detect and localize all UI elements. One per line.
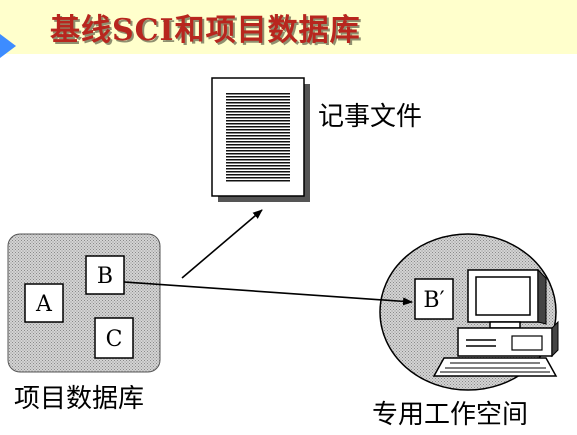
computer-icon (432, 268, 559, 377)
workspace-label: 专用工作空间 (372, 400, 529, 430)
arrow-to-workspace (123, 281, 413, 306)
item-b-label: B (97, 264, 113, 289)
item-c-box: C (94, 317, 134, 359)
slide-title: 基线SCI和项目数据库 (50, 13, 361, 48)
title-banner: 基线SCI和项目数据库 (0, 0, 577, 58)
item-a-box: A (24, 283, 64, 323)
document-label: 记事文件 (318, 102, 423, 132)
item-b-prime-label: B′ (423, 288, 444, 313)
corner-triangle-icon (0, 34, 16, 58)
arrow-to-document (181, 209, 263, 279)
document-icon (211, 77, 310, 202)
item-c-label: C (106, 327, 123, 352)
item-b-prime-box: B′ (414, 278, 454, 320)
item-a-label: A (35, 292, 53, 317)
item-b-box: B (85, 255, 125, 295)
database-label: 项目数据库 (14, 384, 145, 414)
